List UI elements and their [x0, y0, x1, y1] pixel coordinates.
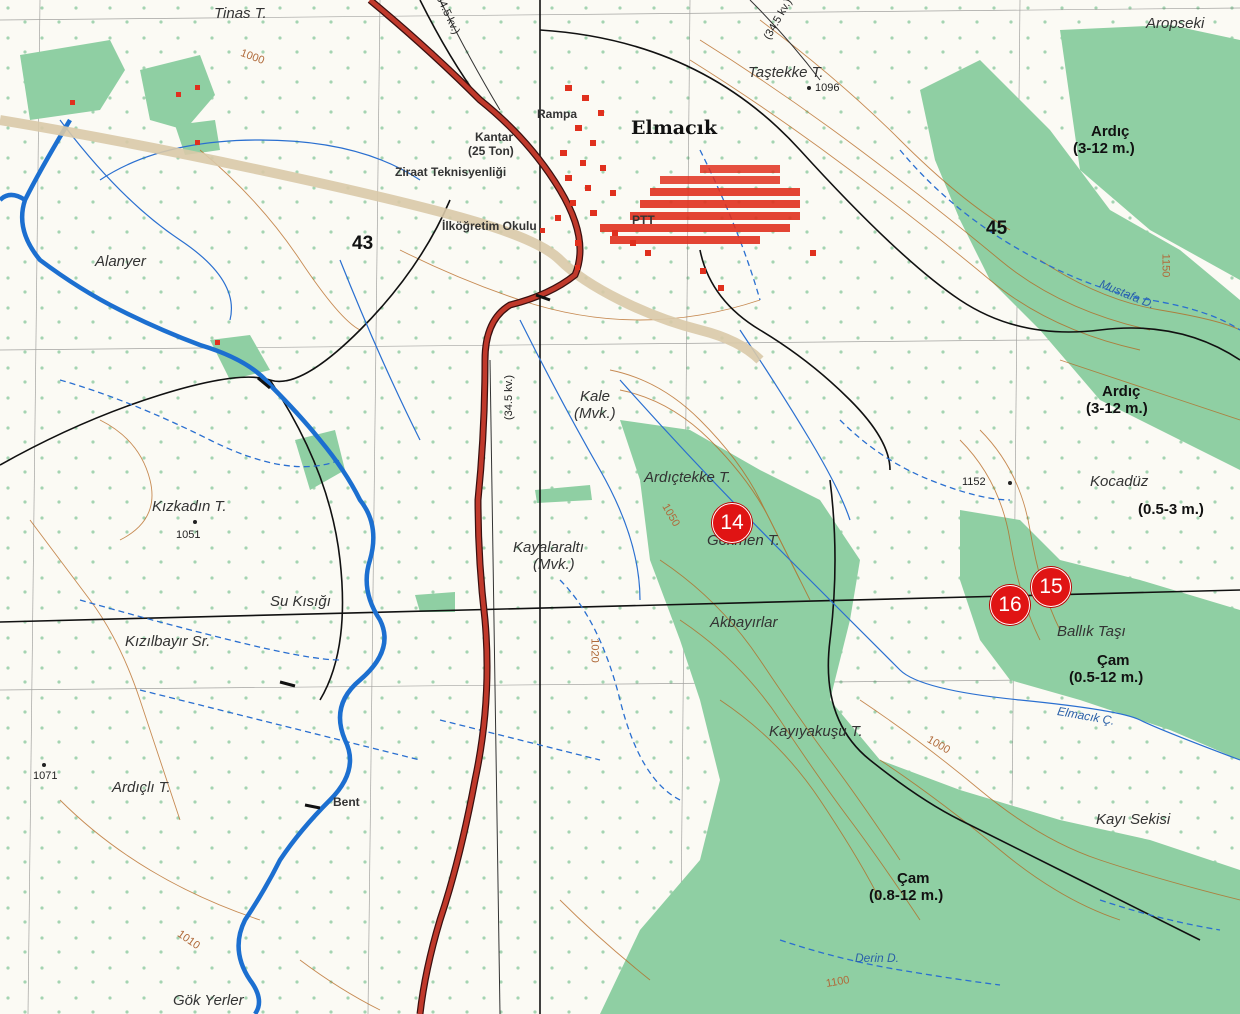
label-ziraat: Ziraat Teknisyenliği	[395, 165, 507, 179]
label-cam-2-height: (0.8-12 m.)	[869, 887, 944, 904]
grid-number-43: 43	[352, 233, 374, 254]
label-su-kisigi: Su Kısığı	[270, 593, 331, 610]
elevation-1152: 1152	[962, 476, 986, 488]
marker-15[interactable]: 15	[1031, 567, 1071, 607]
label-bent: Bent	[333, 795, 360, 809]
label-kale: Kale	[580, 388, 611, 405]
label-kayalaralti: Kayalaraltı	[513, 539, 584, 556]
label-ardic-2-height: (3-12 m.)	[1086, 400, 1148, 417]
marker-14[interactable]: 14	[712, 503, 752, 543]
label-kizkadin: Kızkadın T.	[152, 498, 227, 515]
contour-label-1150: 1150	[1159, 253, 1172, 278]
label-cam-1-height: (0.5-12 m.)	[1069, 669, 1144, 686]
label-ptt: PTT	[632, 213, 655, 227]
bridges	[257, 293, 551, 810]
town-name: Elmacık	[631, 117, 718, 139]
label-ardictekke: Ardıçtekke T.	[644, 469, 731, 486]
contour-label-1020: 1020	[588, 638, 601, 663]
label-rampa: Rampa	[537, 107, 578, 121]
label-ballik-tasi: Ballık Taşı	[1057, 623, 1126, 640]
intermittent-streams	[59, 149, 1240, 986]
label-akbayirlar: Akbayırlar	[710, 614, 778, 631]
power-line	[439, 0, 821, 1014]
label-ardic-1: Ardıç	[1091, 123, 1130, 140]
label-kantar-ton: (25 Ton)	[468, 144, 514, 158]
label-kizilbayir: Kızılbayır Sr.	[125, 633, 211, 650]
label-tastekke: Taştekke T.	[748, 64, 824, 81]
river-upper	[0, 192, 27, 202]
label-ardic-1-height: (3-12 m.)	[1073, 140, 1135, 157]
elevation-1051: 1051	[176, 529, 201, 541]
dirt-road	[0, 115, 764, 364]
river	[19, 118, 387, 1014]
grid-number-45: 45	[986, 218, 1008, 239]
label-ardicli: Ardıçlı T.	[112, 779, 171, 796]
label-kayi-sekisi: Kayı Sekisi	[1096, 811, 1171, 828]
label-derin-d: Derin D.	[855, 951, 900, 965]
label-kocaduz: Kocadüz	[1090, 473, 1149, 490]
label-aropseki: Aropseki	[1146, 15, 1205, 32]
label-gok-yerler: Gök Yerler	[173, 992, 244, 1009]
marker-16[interactable]: 16	[990, 585, 1030, 625]
spot-heights	[42, 86, 1012, 767]
label-ilkogretim: İlköğretim Okulu	[442, 219, 537, 233]
elevation-1071: 1071	[33, 770, 58, 782]
label-kocaduz-height: (0.5-3 m.)	[1138, 501, 1204, 518]
label-kantar: Kantar	[475, 130, 514, 144]
label-kayiyakusu: Kayıyakuşu T.	[769, 723, 863, 740]
forest-areas	[20, 25, 1240, 1014]
label-tinas: Tinas T.	[214, 5, 267, 22]
main-road-fill	[368, 0, 583, 1014]
label-cam-1: Çam	[1097, 652, 1130, 669]
label-alanyer: Alanyer	[95, 253, 146, 270]
town-buildings	[70, 85, 816, 345]
label-ardic-2: Ardıç	[1102, 383, 1141, 400]
label-kale-mvk: (Mvk.)	[574, 405, 616, 422]
label-cam-2: Çam	[897, 870, 930, 887]
label-power-line-2: (34.5 kv.)	[503, 374, 516, 421]
elevation-1096: 1096	[815, 82, 840, 94]
label-kayalaralti-mvk: (Mvk.)	[533, 556, 575, 573]
town-core	[600, 165, 800, 244]
